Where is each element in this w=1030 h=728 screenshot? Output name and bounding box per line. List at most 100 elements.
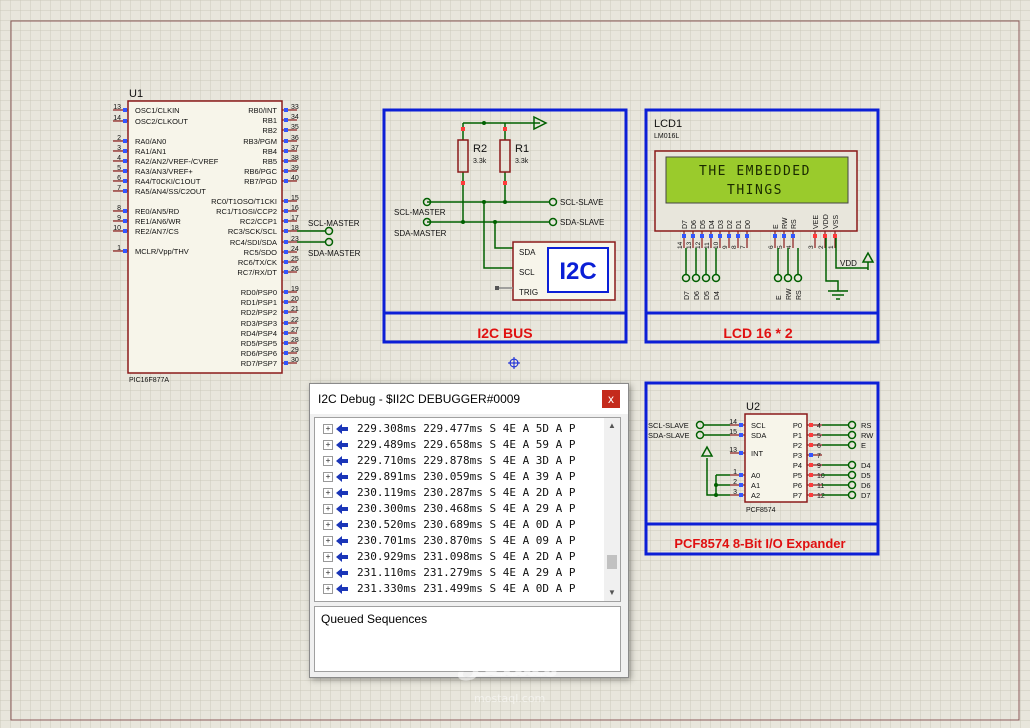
u1-pin-num: 9 bbox=[117, 215, 121, 222]
expand-icon[interactable]: + bbox=[323, 520, 333, 530]
lcd-terminal bbox=[711, 273, 721, 283]
expand-icon[interactable]: + bbox=[323, 488, 333, 498]
u1-pin-num: 13 bbox=[113, 104, 121, 111]
log-row[interactable]: +231.110ms 231.279ms S 4E A 29 A P bbox=[315, 565, 605, 581]
u2-pin-name: P1 bbox=[793, 431, 802, 440]
watermark-url: mostaql.com bbox=[474, 692, 546, 705]
log-row[interactable]: +229.710ms 229.878ms S 4E A 3D A P bbox=[315, 453, 605, 469]
u1-pin-name: RC2/CCP1 bbox=[240, 217, 277, 226]
log-row[interactable]: +229.308ms 229.477ms S 4E A 5D A P bbox=[315, 421, 605, 437]
u2-pin-name: P0 bbox=[793, 421, 802, 430]
log-row-text: 229.489ms 229.658ms S 4E A 59 A P bbox=[357, 438, 576, 451]
u1-pin-name: RE2/AN7/CS bbox=[135, 227, 179, 236]
expand-icon[interactable]: + bbox=[323, 584, 333, 594]
scroll-up-icon[interactable]: ▲ bbox=[608, 421, 616, 430]
u1-pin-name: RB0/INT bbox=[248, 106, 277, 115]
u1-pin-num: 18 bbox=[291, 225, 299, 232]
window-titlebar[interactable]: I2C Debug - $II2C DEBUGGER#0009 x bbox=[310, 384, 628, 414]
log-scrollbar[interactable]: ▲ ▼ bbox=[604, 418, 620, 601]
lcd-pin-num: 13 bbox=[686, 241, 693, 249]
arrow-left-icon bbox=[336, 536, 348, 546]
sda-slave-label: SDA-SLAVE bbox=[560, 218, 604, 227]
u1-pin-name: RA1/AN1 bbox=[135, 147, 166, 156]
scl-slave-terminal bbox=[548, 197, 558, 207]
u2-net-label: D7 bbox=[861, 491, 871, 500]
log-row[interactable]: +229.489ms 229.658ms S 4E A 59 A P bbox=[315, 437, 605, 453]
u1-pin-num: 1 bbox=[117, 245, 121, 252]
u1-pin-name: RC7/RX/DT bbox=[237, 268, 277, 277]
expand-icon[interactable]: + bbox=[323, 424, 333, 434]
resistor-r2[interactable] bbox=[457, 139, 469, 173]
log-row[interactable]: +230.701ms 230.870ms S 4E A 09 A P bbox=[315, 533, 605, 549]
lcd-pin-name: D7 bbox=[682, 220, 689, 229]
close-icon[interactable]: x bbox=[602, 390, 620, 408]
u2-chip[interactable] bbox=[744, 413, 808, 503]
lcd-block: LCD 16 * 2 LCD1 LM016L THE EMBEDDED THIN… bbox=[644, 108, 880, 344]
u1-pin-name: RB2 bbox=[262, 126, 277, 135]
u1-pin-num: 15 bbox=[291, 195, 299, 202]
lcd-net-label: D7 bbox=[684, 291, 691, 300]
scl-master-label: SCL-MASTER bbox=[394, 208, 446, 217]
lcd-pin-num: 11 bbox=[704, 242, 711, 249]
u1-pin-name: RA0/AN0 bbox=[135, 137, 166, 146]
log-row[interactable]: +231.330ms 231.499ms S 4E A 0D A P bbox=[315, 581, 605, 597]
resistor-r1[interactable] bbox=[499, 139, 511, 173]
u2-pin-num: 3 bbox=[733, 489, 737, 496]
u1-pin-name: RD4/PSP4 bbox=[241, 329, 277, 338]
lcd-net-label: RS bbox=[796, 290, 803, 300]
u2-pin-name: P5 bbox=[793, 471, 802, 480]
transaction-log[interactable]: ▲ ▼ +229.308ms 229.477ms S 4E A 5D A P+2… bbox=[314, 417, 621, 602]
u2-pin-num: 10 bbox=[817, 473, 825, 480]
u1-pin-num: 27 bbox=[291, 327, 299, 334]
u2-pin-num: 6 bbox=[817, 443, 821, 450]
lcd-frame bbox=[644, 108, 880, 344]
r2-value: 3.3k bbox=[473, 158, 487, 165]
expand-icon[interactable]: + bbox=[323, 568, 333, 578]
scroll-down-icon[interactable]: ▼ bbox=[608, 588, 616, 597]
lcd-vdd-label: VDD bbox=[840, 259, 857, 268]
u1-pin-name: RC4/SDI/SDA bbox=[230, 238, 277, 247]
u1-pin-name: RD5/PSP5 bbox=[241, 339, 277, 348]
scroll-thumb[interactable] bbox=[607, 555, 617, 569]
lcd-title: LCD 16 * 2 bbox=[723, 325, 792, 341]
lcd-pin-name: D3 bbox=[718, 220, 725, 229]
u2-net-label: RS bbox=[861, 421, 871, 430]
log-row[interactable]: +230.929ms 231.098ms S 4E A 2D A P bbox=[315, 549, 605, 565]
log-row[interactable]: +230.300ms 230.468ms S 4E A 29 A P bbox=[315, 501, 605, 517]
log-row-text: 229.308ms 229.477ms S 4E A 5D A P bbox=[357, 422, 576, 435]
expand-icon[interactable]: + bbox=[323, 472, 333, 482]
log-row[interactable]: +230.119ms 230.287ms S 4E A 2D A P bbox=[315, 485, 605, 501]
log-row-text: 230.300ms 230.468ms S 4E A 29 A P bbox=[357, 502, 576, 515]
arrow-left-icon bbox=[336, 584, 348, 594]
u2-pin-name: SCL bbox=[751, 421, 766, 430]
u1-pin-num: 22 bbox=[291, 317, 299, 324]
origin-marker-icon bbox=[508, 357, 520, 369]
u2-sda-label: SDA-SLAVE bbox=[648, 431, 690, 440]
sda-slave-terminal bbox=[548, 217, 558, 227]
u1-pin-num: 23 bbox=[291, 236, 299, 243]
i2c-debug-window[interactable]: I2C Debug - $II2C DEBUGGER#0009 x ▲ ▼ +2… bbox=[309, 383, 629, 678]
log-row[interactable]: +229.891ms 230.059ms S 4E A 39 A P bbox=[315, 469, 605, 485]
u2-pin-name: P3 bbox=[793, 451, 802, 460]
expand-icon[interactable]: + bbox=[323, 440, 333, 450]
expand-icon[interactable]: + bbox=[323, 552, 333, 562]
u1-pin-name: RD2/PSP2 bbox=[241, 308, 277, 317]
expand-icon[interactable]: + bbox=[323, 456, 333, 466]
u2-pin-name: INT bbox=[751, 449, 764, 458]
u2-pin-name: SDA bbox=[751, 431, 766, 440]
log-row-text: 230.119ms 230.287ms S 4E A 2D A P bbox=[357, 486, 576, 499]
queued-sequences-panel[interactable]: Queued Sequences bbox=[314, 606, 621, 672]
debugger-trig-pin: TRIG bbox=[519, 288, 538, 297]
u1-pin-name: RE1/AN6/WR bbox=[135, 217, 181, 226]
lcd-pin-name: VDD bbox=[823, 214, 830, 229]
log-row[interactable]: +230.520ms 230.689ms S 4E A 0D A P bbox=[315, 517, 605, 533]
lcd-pin-name: D6 bbox=[691, 220, 698, 229]
sheet-border bbox=[10, 20, 1020, 721]
expand-icon[interactable]: + bbox=[323, 504, 333, 514]
expand-icon[interactable]: + bbox=[323, 536, 333, 546]
u2-pin-name: A1 bbox=[751, 481, 760, 490]
u1-pin-num: 24 bbox=[291, 246, 299, 253]
log-row-text: 229.710ms 229.878ms S 4E A 3D A P bbox=[357, 454, 576, 467]
